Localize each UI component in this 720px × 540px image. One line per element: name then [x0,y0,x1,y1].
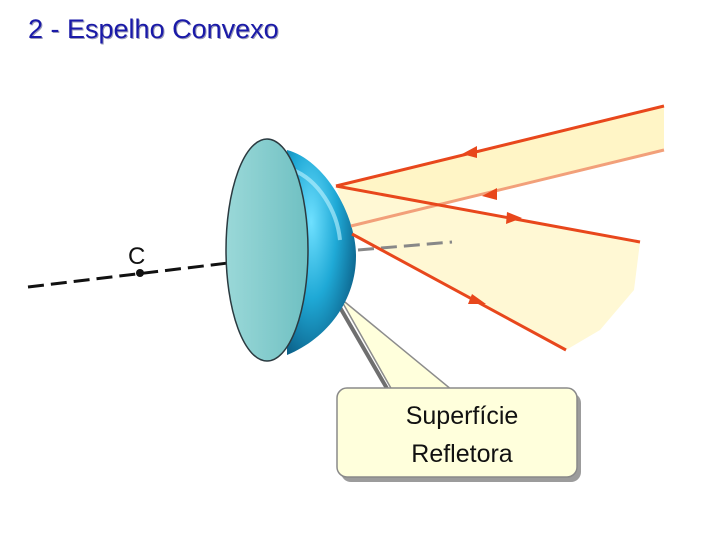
ray-arrow-icon [468,294,486,304]
callout-line1: Superfície [406,402,519,430]
callout-pointer [339,297,455,391]
center-point-c [136,269,144,277]
incident-beam [336,106,664,226]
reflected-ray-lower [351,232,567,352]
callout-line2: Refletora [411,440,513,468]
axis-virtual-extension [357,240,453,252]
ray-arrow-icon [462,146,477,158]
callout-pointer-shadow [336,302,391,394]
callout-box [336,387,578,478]
reflected-beam [336,186,640,350]
reflected-ray-middle [335,184,641,244]
convex-mirror-icon [225,138,356,362]
incident-ray-top [335,104,665,188]
ray-arrow-icon [506,212,522,224]
page-title: 2 - Espelho Convexo [28,14,279,44]
ray-arrow-icon [482,188,497,200]
center-label: C [128,243,145,270]
incident-ray-bottom [350,148,665,228]
